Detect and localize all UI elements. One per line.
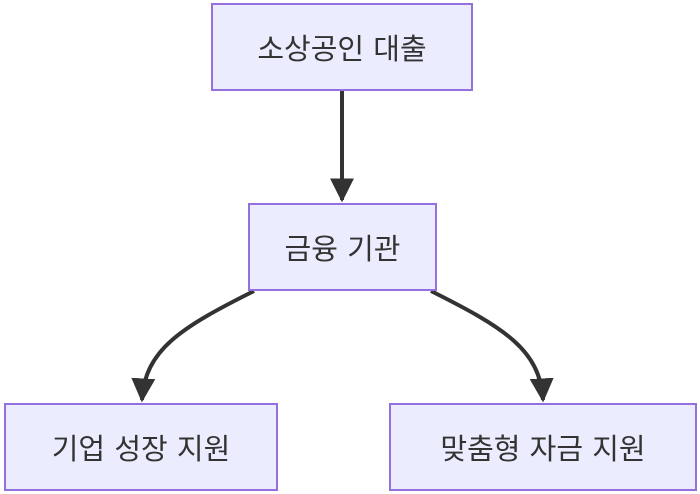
edge-n2-n4 [430, 289, 554, 403]
node-label: 기업 성장 지원 [51, 432, 231, 466]
node-label: 소상공인 대출 [257, 32, 427, 66]
node-label: 맞춤형 자금 지원 [440, 432, 646, 466]
node-label: 금융 기관 [284, 232, 401, 266]
node-custom-funding-support: 맞춤형 자금 지원 [389, 403, 697, 491]
node-business-growth-support: 기업 성장 지원 [4, 403, 278, 491]
edge-n2-n3 [131, 289, 255, 403]
node-small-business-loan: 소상공인 대출 [211, 3, 473, 91]
node-financial-institution: 금융 기관 [248, 203, 437, 291]
